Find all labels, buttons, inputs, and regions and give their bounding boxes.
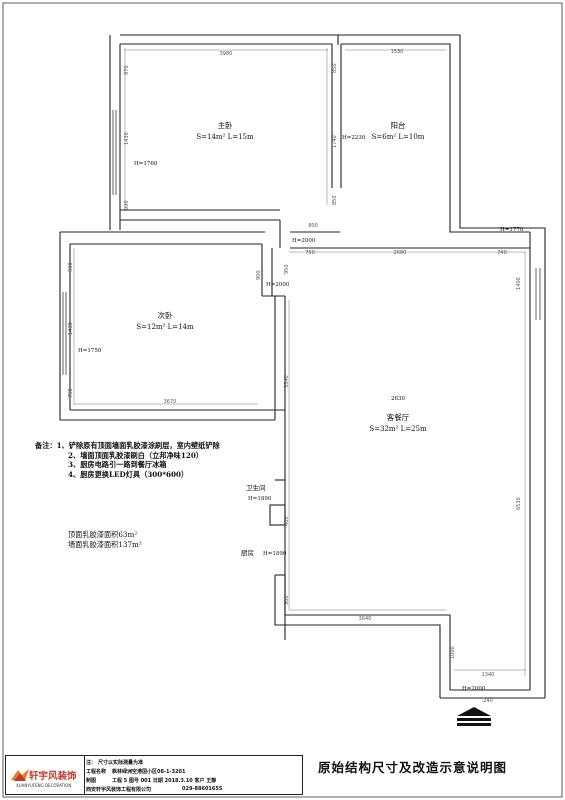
ceiling-height: 2630 [391,396,405,402]
kitchen-height: H=1890 [263,551,287,557]
kitchen-name: 厨房 [241,548,254,557]
dim-kitchen-bottom: 3040 [359,616,372,622]
dim-master-left-lower: 990 [124,200,130,210]
dim-corridor: 3340 [284,375,290,388]
dim-balcony-top: 1530 [391,49,404,55]
entrance-arrow-icon [457,707,491,726]
company-name-en: XUANYUFENG DECORATION [16,783,72,788]
dim-kitchen-v: 900 [284,595,290,605]
dim-master-left-upper: 970 [124,65,130,75]
ceiling-area: 顶面乳胶漆面积63m² [68,530,138,539]
bathroom-height: H=1890 [248,496,272,502]
right-window-height: H=1770 [500,227,524,233]
windows [62,110,541,375]
logo-icon [11,769,29,781]
second-door-height: H=2000 [266,282,290,288]
title-block: 轩宇风装饰 XUANYUFENG DECORATION 注： 尺寸以实际测量为准… [5,755,303,795]
notes: 备注：1、铲除原有顶面墙面乳胶漆涂刷层，室内壁纸铲除 2、墙面顶面乳胶漆刷白（立… [35,441,220,479]
living-dining-area: S=32m² L=25m [369,425,427,433]
company-logo: 轩宇风装饰 XUANYUFENG DECORATION [6,756,85,794]
master-bedroom-name: 主卧 [218,120,233,130]
dim-second-door-b: 950 [284,264,290,274]
dim-mid-left: 760 [305,250,315,256]
dim-right-lower: 6530 [516,497,522,510]
company-name: 轩宇风装饰 [29,771,77,782]
dim-second-door-a: 900 [256,270,262,280]
living-dining-name: 客餐厅 [387,412,410,422]
dim-master-right-upper: 850 [332,63,338,73]
dim-bath: 400 [284,516,290,526]
dim-entry-small: 240 [483,698,493,704]
second-window-height: H=1750 [78,348,102,354]
dim-master-top: 3980 [220,51,233,57]
dim-entry-v: 1000 [450,646,456,659]
wall-area: 墙面乳胶漆面积137m² [68,540,142,549]
master-window-height: H=1760 [134,161,158,167]
second-bedroom-name: 次卧 [158,310,173,320]
dim-master-right-lower: 850 [332,195,338,205]
dimension-lines [73,48,526,676]
dim-mid-center: 2680 [394,250,407,256]
second-bedroom-area: S=12m² L=14m [136,323,194,331]
dim-master-left-mid: 1430 [124,132,130,145]
walls [59,34,546,699]
dim-second-left-mid: 1430 [68,322,74,335]
paint-areas: 顶面乳胶漆面积63m² 墙面乳胶漆面积137m² [68,530,142,550]
dim-second-bottom: 3670 [164,399,177,405]
entrance-height: H=2000 [462,686,486,692]
dim-second-left-upper: 930 [68,262,74,272]
dim-mid-right: 740 [497,250,507,256]
balcony-area: S=6m² L=10m [372,133,425,141]
balcony-door-height: H=2230 [342,135,366,141]
balcony-name: 阳台 [391,120,406,130]
note-1: 备注：1、铲除原有顶面墙面乳胶漆涂刷层，室内壁纸铲除 [35,441,220,450]
master-door-height: H=2000 [292,238,316,244]
note-3: 3、厨房电路引一路到餐厅冰箱 [68,460,167,469]
dim-master-door: 800 [308,223,318,229]
note-prefix: 备注： [35,441,57,450]
bathroom-name: 卫生间 [246,483,266,492]
master-bedroom-area: S=14m² L=15m [196,133,254,141]
dim-master-right-mid: 1740 [332,135,338,148]
drawing-title: 原始结构尺寸及改造示意说明图 [318,760,508,775]
dim-right-upper: 1400 [516,277,522,290]
dim-second-left-lower: 750 [68,388,74,398]
note-2: 2、墙面顶面乳胶漆刷白（立邦净味120） [68,450,204,460]
dim-entry-bottom: 1340 [482,672,495,678]
note-4: 4、厨房更换LED灯具（300*600） [68,469,189,479]
